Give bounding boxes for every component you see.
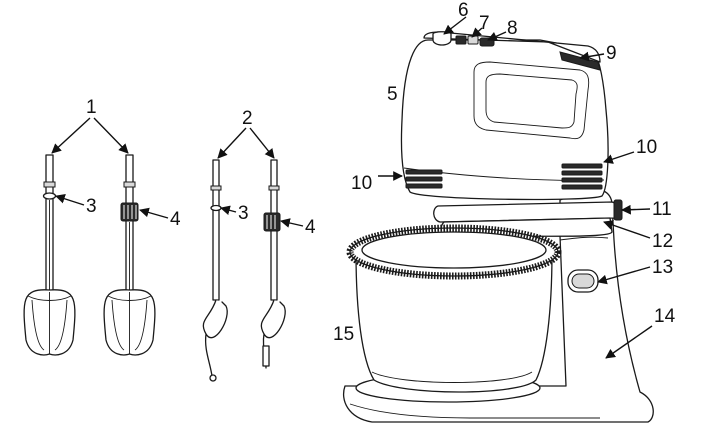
- callout-15: 15: [333, 324, 354, 345]
- callout-12: 12: [652, 231, 673, 252]
- callout-14: 14: [654, 306, 676, 327]
- callout-13: 13: [652, 257, 673, 278]
- vent-right: [561, 163, 603, 190]
- callout-9: 9: [606, 43, 617, 64]
- callout-3-beater: 3: [86, 196, 97, 217]
- callout-8: 8: [507, 18, 518, 39]
- callout-2: 2: [242, 108, 253, 129]
- callout-6: 6: [458, 0, 469, 21]
- callout-11: 11: [652, 199, 672, 220]
- callout-1: 1: [86, 97, 97, 118]
- callout-7: 7: [479, 13, 490, 34]
- callout-10-left: 10: [351, 173, 372, 194]
- mixing-bowl: [346, 224, 562, 393]
- dough-hook-right: [260, 159, 286, 369]
- callout-4-beater: 4: [170, 209, 181, 230]
- beater-left: [23, 154, 76, 356]
- motor-head: [400, 31, 609, 201]
- release-button: [567, 269, 599, 293]
- tilt-knob: [613, 199, 623, 221]
- callout-labels: 1 2 3 4 3 4 5 6 7 8 9 10 10 11 12 13 14 …: [86, 0, 676, 345]
- callout-10-right: 10: [636, 137, 657, 158]
- beater-right: [103, 154, 156, 356]
- callout-3-hook: 3: [238, 203, 249, 224]
- callout-4-hook: 4: [305, 217, 316, 238]
- dough-hook-left: [202, 159, 228, 382]
- leader-lines: [51, 16, 653, 359]
- vent-left: [405, 169, 443, 189]
- callout-5: 5: [387, 84, 398, 105]
